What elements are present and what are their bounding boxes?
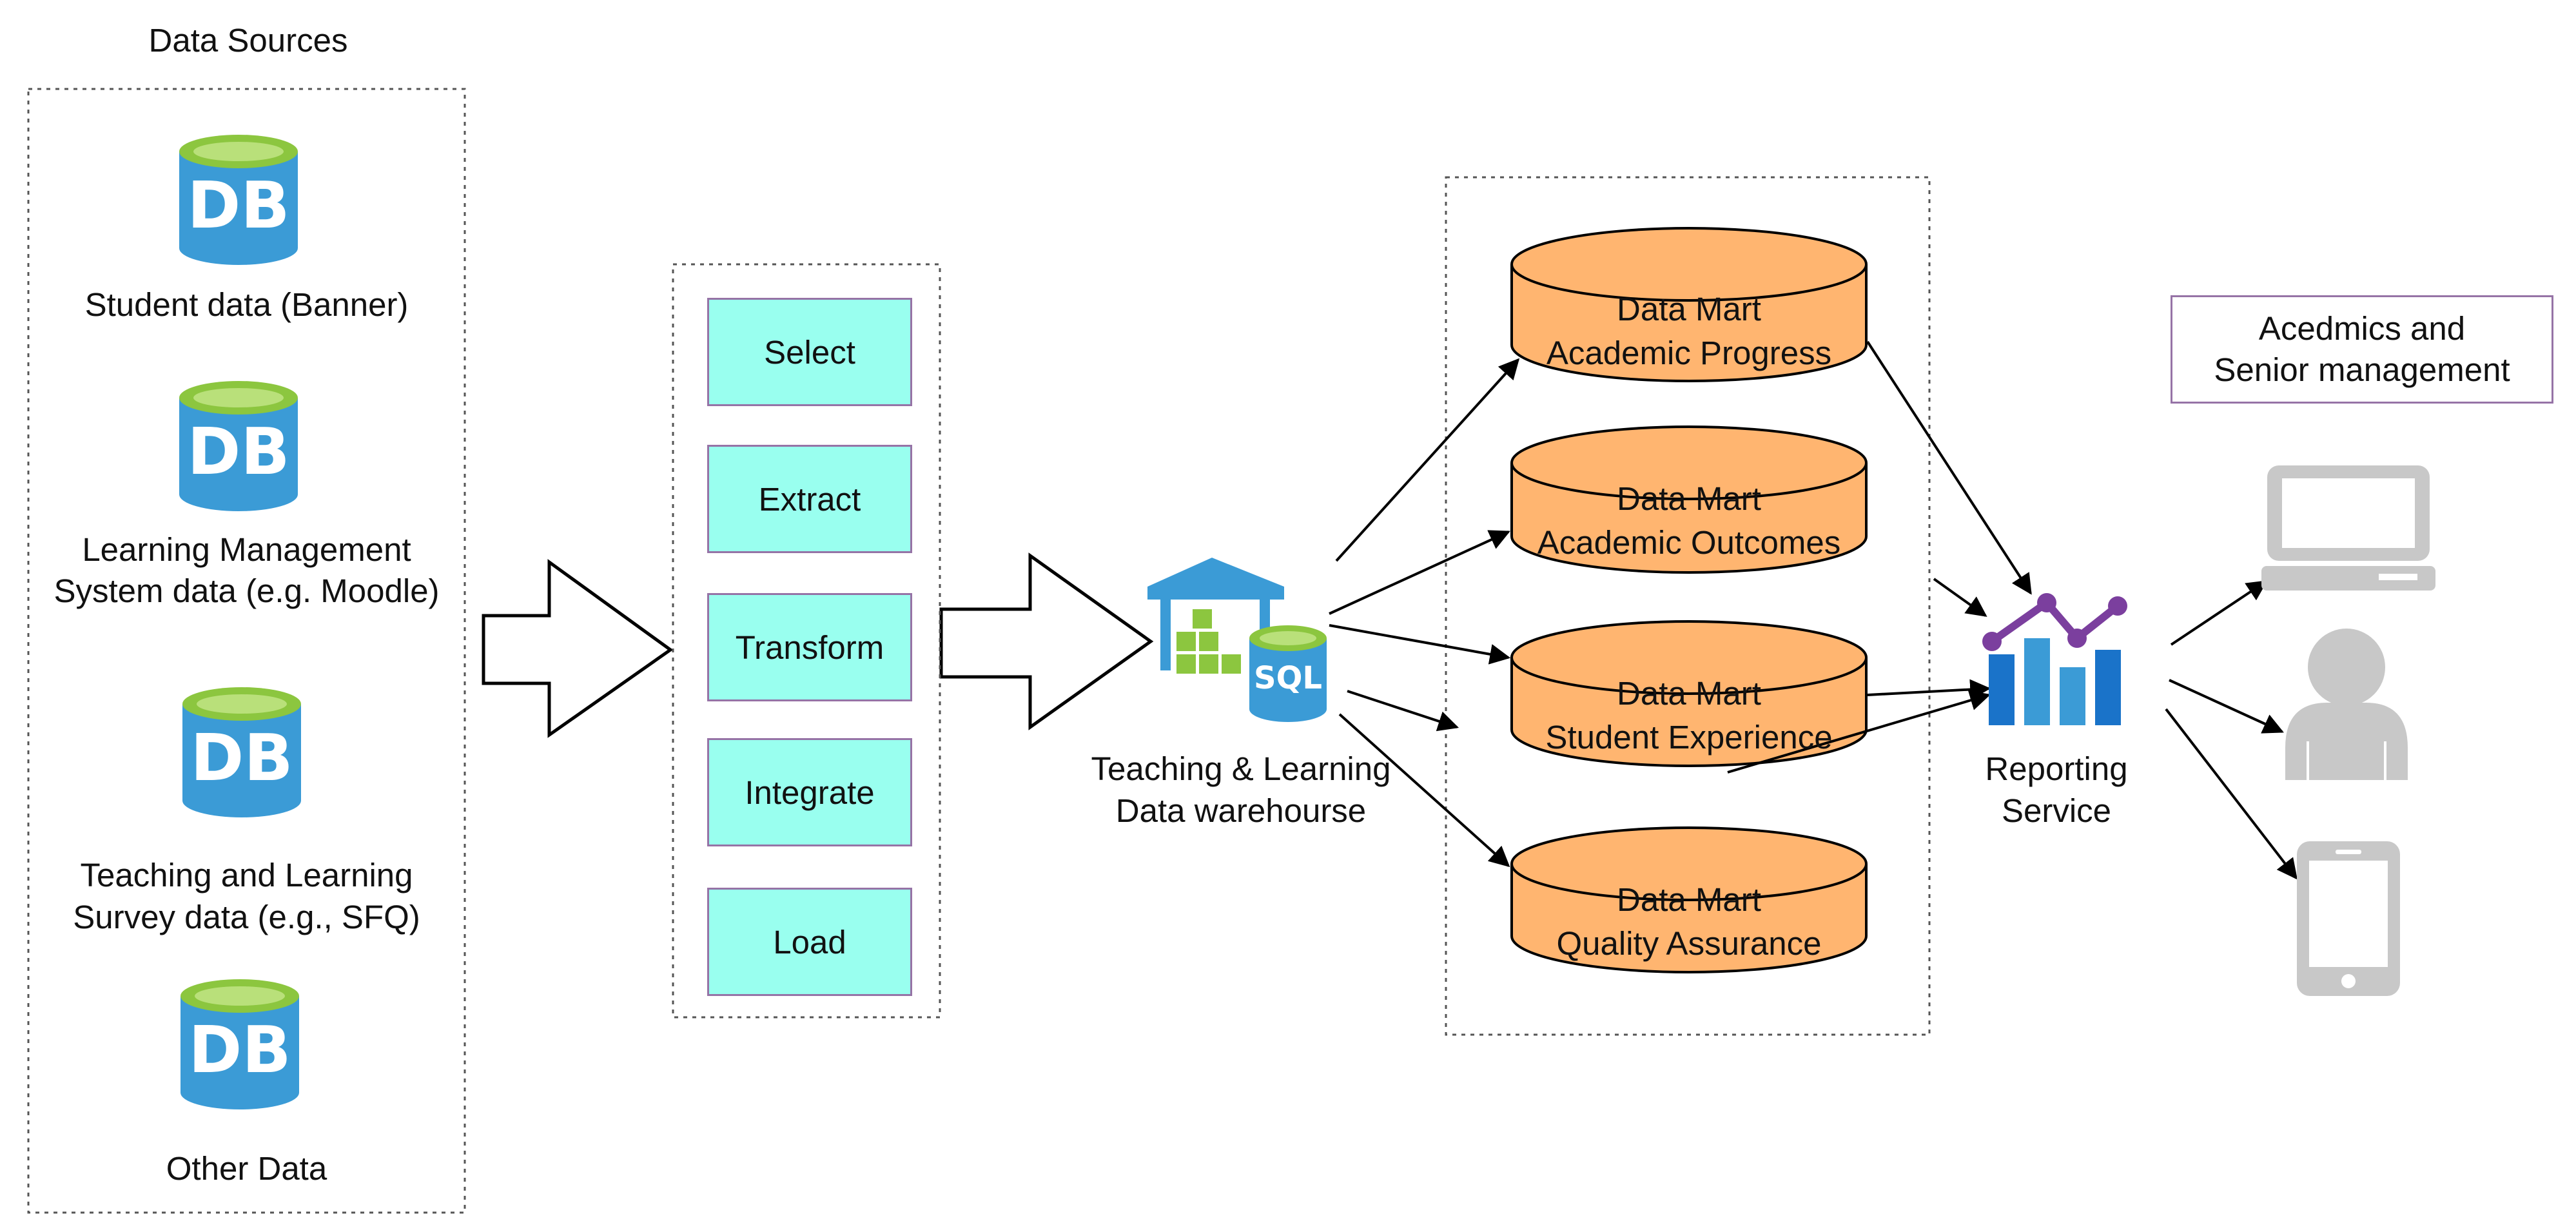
flow-arrow-etl-to-warehouse xyxy=(939,552,1154,730)
source-label-survey-line1: Teaching and Learning xyxy=(80,857,413,893)
db-glyph: DB xyxy=(187,168,289,243)
mart-label-outcomes-line1: Data Mart xyxy=(1617,480,1761,517)
data-mart-academic-progress xyxy=(1510,227,1868,382)
data-mart-student-experience xyxy=(1510,620,1868,767)
etl-step-select: Select xyxy=(707,298,912,406)
arrow-warehouse-to-outcomes xyxy=(1329,530,1510,615)
mart-label-outcomes-line2: Academic Outcomes xyxy=(1537,524,1841,561)
warehouse-label-line1: Teaching & Learning xyxy=(1091,750,1391,787)
arrow-warehouse-to-experience-2 xyxy=(1347,690,1459,732)
tablet-icon xyxy=(2297,841,2400,996)
etl-container xyxy=(672,263,941,1019)
flow-arrow-sources-to-etl xyxy=(482,559,674,738)
db-glyph: DB xyxy=(190,720,293,796)
user-icon xyxy=(2285,629,2408,780)
mart-label-quality-line2: Quality Assurance xyxy=(1556,925,1822,962)
reporting-label-line1: Reporting xyxy=(1985,750,2128,787)
audience-label-box: Acedmics and Senior management xyxy=(2171,295,2553,404)
mart-label-progress-line1: Data Mart xyxy=(1617,291,1761,327)
db-icon-other: DB xyxy=(181,979,299,1109)
arrow-reporting-to-desktop xyxy=(2170,580,2268,646)
sql-glyph: SQL xyxy=(1254,660,1322,696)
mart-label-experience-line1: Data Mart xyxy=(1617,675,1761,712)
mart-label-progress-line2: Academic Progress xyxy=(1546,335,1832,371)
arrow-outcomes-to-reporting xyxy=(1933,578,1987,617)
arrow-experience-to-reporting xyxy=(1867,679,1991,700)
db-icon-lms: DB xyxy=(179,381,298,511)
etl-step-integrate: Integrate xyxy=(707,738,912,846)
warehouse-icon xyxy=(1147,558,1284,674)
arrow-reporting-to-tablet xyxy=(2165,708,2298,880)
arrow-experience-to-reporting-2 xyxy=(1727,690,1991,774)
arrow-progress-to-reporting xyxy=(1866,340,2032,595)
data-mart-quality-assurance xyxy=(1510,826,1868,973)
arrow-reporting-to-user xyxy=(2169,679,2284,734)
arrow-warehouse-to-quality xyxy=(1338,713,1510,868)
audience-label: Acedmics and Senior management xyxy=(2214,310,2510,388)
db-glyph: DB xyxy=(188,1012,291,1088)
source-label-lms-line2: System data (e.g. Moodle) xyxy=(54,572,440,609)
mart-label-quality-line1: Data Mart xyxy=(1617,881,1761,918)
etl-step-transform: Transform xyxy=(707,593,912,701)
source-label-lms-line1: Learning Management xyxy=(82,531,411,568)
data-sources-title: Data Sources xyxy=(148,22,348,59)
data-sources-container xyxy=(27,88,466,1214)
db-icon-student: DB xyxy=(179,135,298,265)
db-glyph: DB xyxy=(187,414,289,489)
arrow-warehouse-to-progress xyxy=(1335,358,1520,562)
data-marts-container xyxy=(1445,176,1931,1036)
source-label-survey-line2: Survey data (e.g., SFQ) xyxy=(73,899,420,935)
source-label-other: Other Data xyxy=(166,1150,327,1187)
desktop-computer-icon xyxy=(2261,465,2435,591)
reporting-chart-icon xyxy=(1982,593,2127,725)
reporting-label-line2: Service xyxy=(2001,792,2112,829)
etl-step-extract: Extract xyxy=(707,445,912,553)
warehouse-label-line2: Data warehourse xyxy=(1115,792,1367,829)
mart-label-experience-line2: Student Experience xyxy=(1545,719,1833,756)
data-mart-academic-outcomes xyxy=(1510,425,1868,574)
source-label-student: Student data (Banner) xyxy=(84,286,409,323)
arrow-warehouse-to-experience xyxy=(1329,624,1511,665)
sql-icon: SQL xyxy=(1249,625,1327,722)
db-icon-survey: DB xyxy=(182,687,301,817)
etl-step-load: Load xyxy=(707,888,912,996)
